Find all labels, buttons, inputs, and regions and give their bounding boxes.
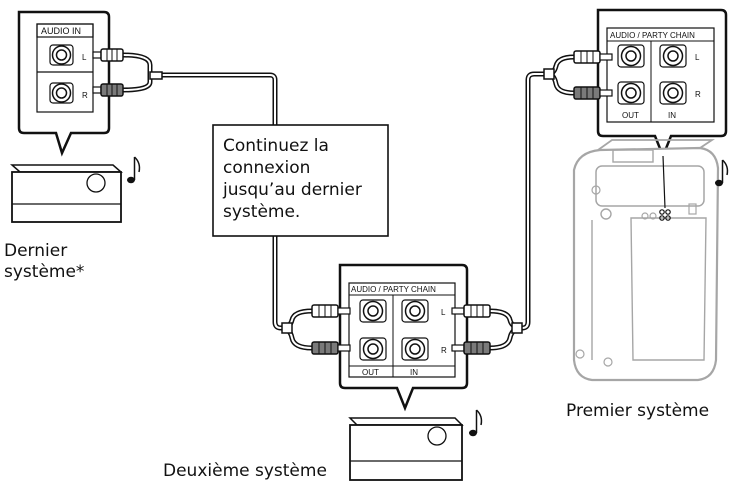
middle-panel-in: IN: [410, 368, 418, 377]
first-out-l-jack-icon: [617, 44, 645, 68]
second-system-label: Deuxième système: [163, 461, 327, 481]
audio-in-l-jack-icon: [49, 44, 74, 66]
first-in-r-jack-icon: [659, 81, 687, 105]
last-system-label-line2: système*: [4, 262, 84, 282]
middle-out-l-jack-icon: [359, 299, 387, 323]
middle-panel-l: L: [441, 308, 446, 317]
middle-in-l-jack-icon: [401, 299, 429, 323]
last-system-device-icon: [10, 164, 123, 223]
callout-line4: système.: [223, 202, 300, 222]
first-system-panel: AUDIO / PARTY CHAIN L R OUT IN: [596, 8, 728, 160]
callout-line3: jusqu’au dernier: [222, 180, 362, 200]
last-panel-title: AUDIO IN: [41, 26, 81, 36]
second-system-device-icon: [348, 417, 464, 481]
callout-box: Continuez la connexion jusqu’au dernier …: [212, 124, 389, 237]
last-panel-r: R: [82, 91, 88, 100]
last-system-music-note-icon: [127, 156, 141, 184]
last-panel-l: L: [82, 53, 87, 62]
last-system-label-line1: Dernier: [4, 241, 67, 261]
middle-panel-r: R: [441, 346, 447, 355]
middle-out-r-jack-icon: [359, 337, 387, 361]
first-system-music-note-icon: [715, 159, 729, 187]
first-system-speaker-icon: [572, 139, 720, 382]
first-panel-l: L: [695, 53, 700, 62]
second-system-music-note-icon: [469, 409, 483, 437]
callout-line2: connexion: [223, 158, 310, 178]
audio-in-r-jack-icon: [49, 82, 74, 104]
middle-panel-title: AUDIO / PARTY CHAIN: [351, 285, 436, 294]
first-panel-r: R: [695, 90, 701, 99]
first-system-cable-plugs: [543, 50, 613, 100]
callout-line1: Continuez la: [223, 136, 329, 156]
first-panel-title: AUDIO / PARTY CHAIN: [610, 31, 695, 40]
last-system-panel: AUDIO IN L R: [17, 10, 111, 157]
first-system-label: Premier système: [566, 401, 709, 421]
first-panel-out: OUT: [622, 111, 639, 120]
second-system-panel: AUDIO / PARTY CHAIN L R OUT IN: [338, 263, 469, 412]
middle-in-cable-plugs: [451, 304, 523, 355]
cable-middle-to-first: [521, 71, 548, 331]
last-system-cable-plugs: [92, 48, 163, 97]
middle-out-cable-plugs: [280, 304, 351, 355]
middle-in-r-jack-icon: [401, 337, 429, 361]
middle-panel-out: OUT: [362, 368, 379, 377]
first-out-r-jack-icon: [617, 81, 645, 105]
first-in-l-jack-icon: [659, 44, 687, 68]
first-panel-in: IN: [668, 111, 676, 120]
